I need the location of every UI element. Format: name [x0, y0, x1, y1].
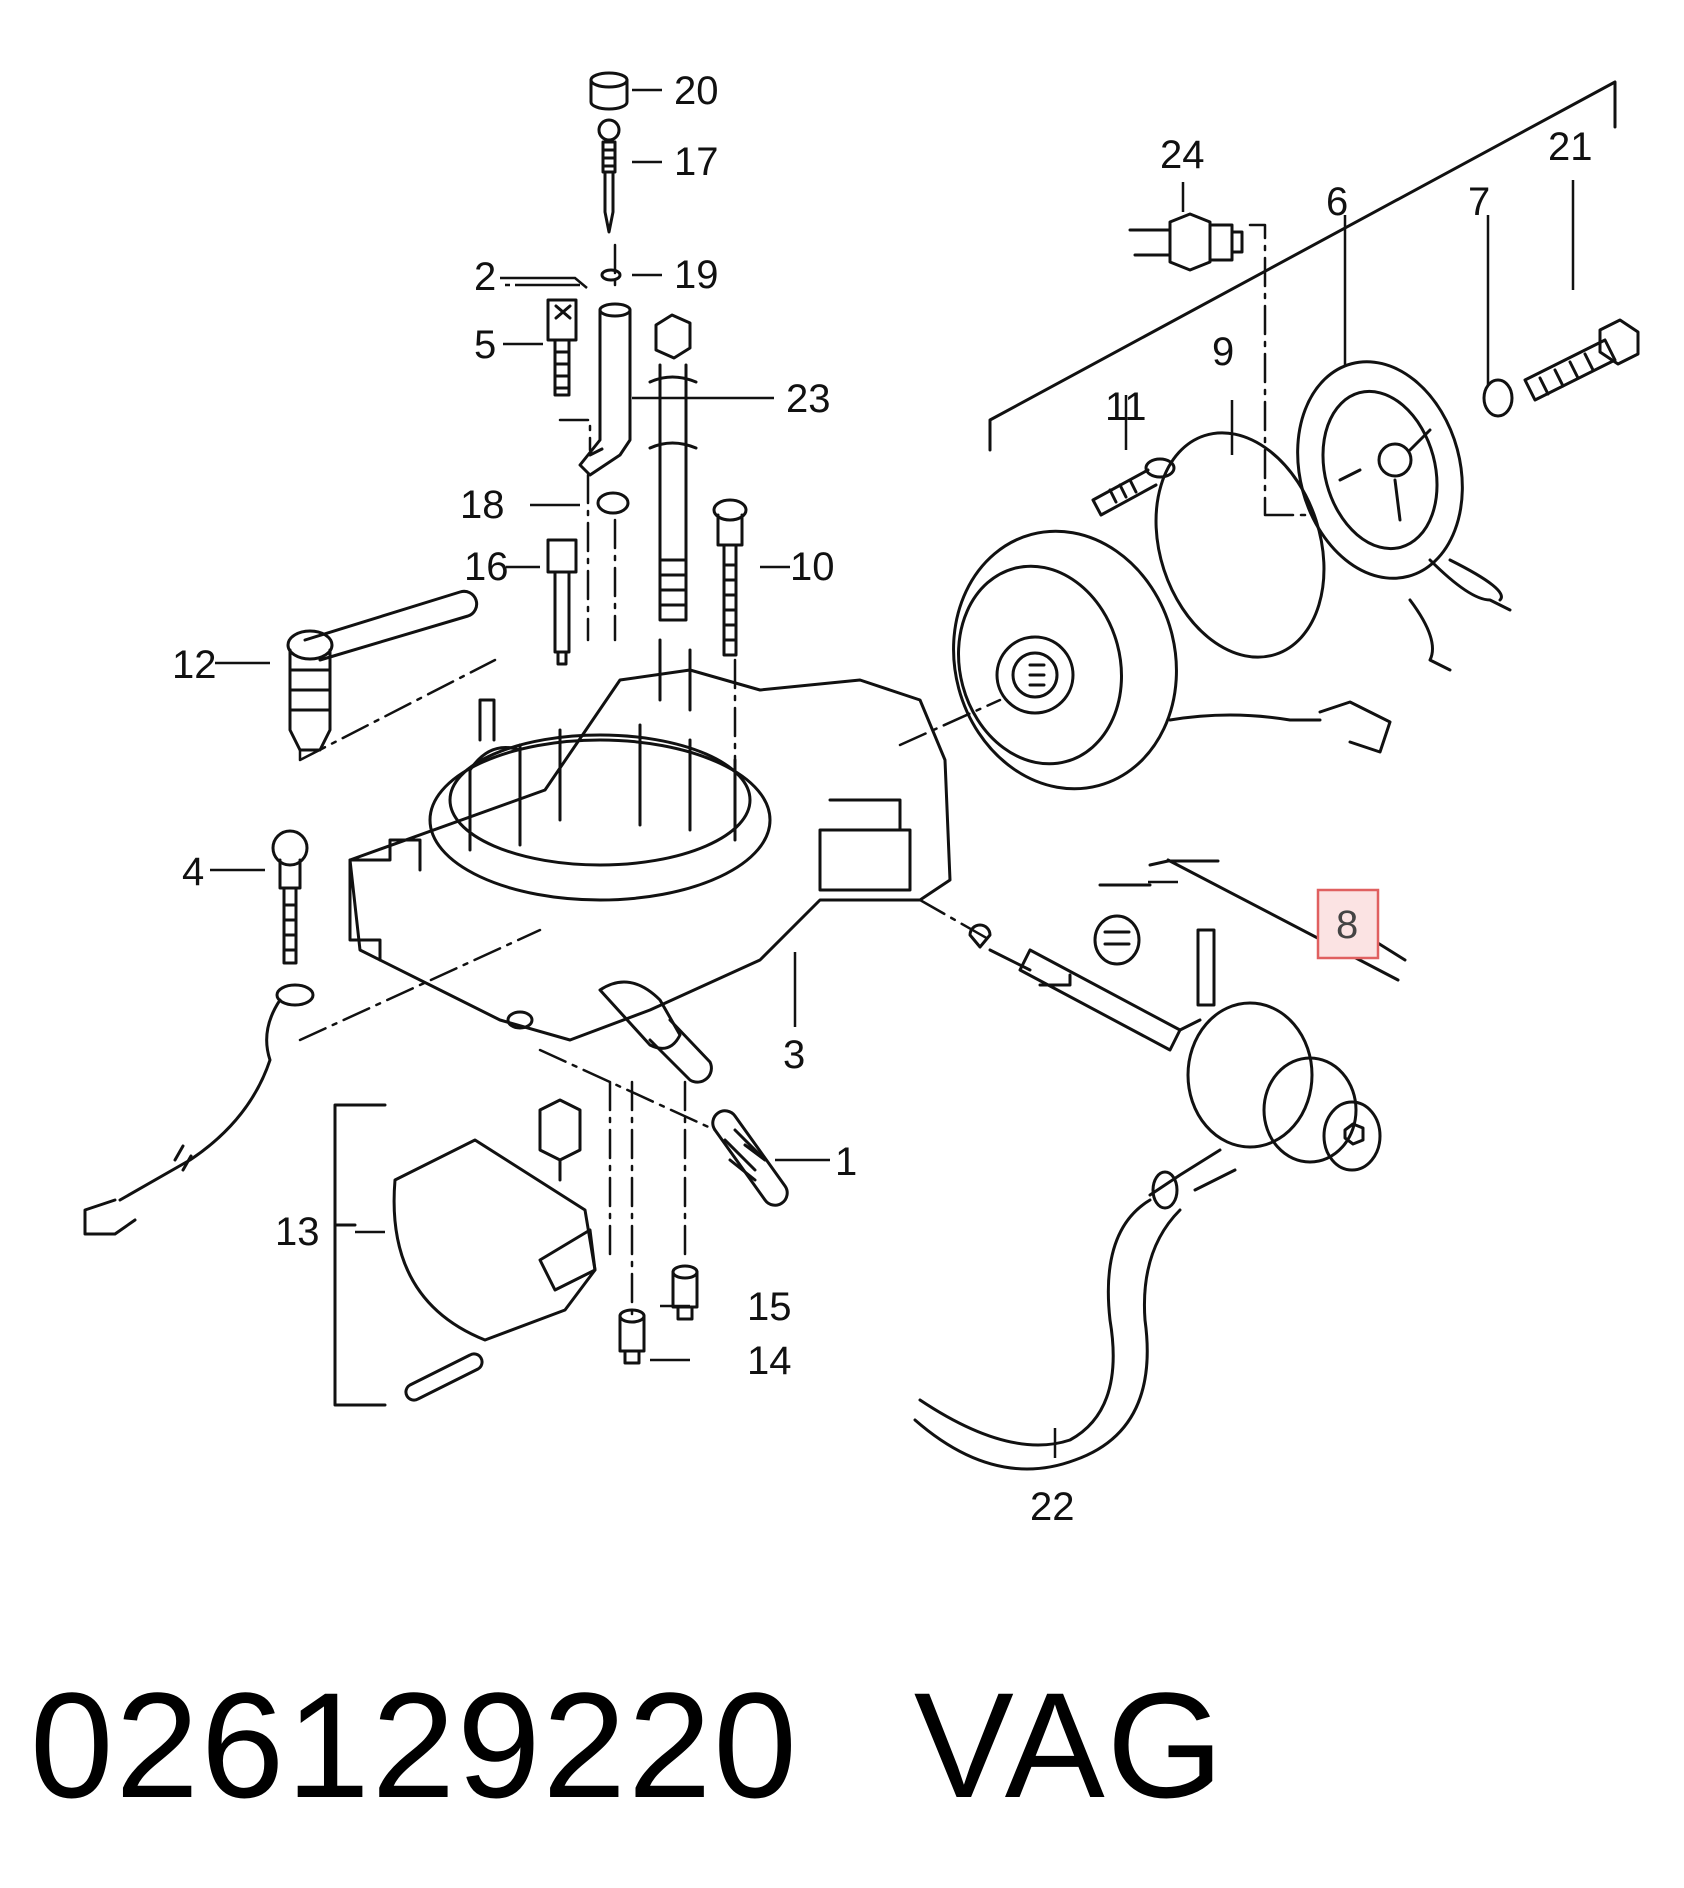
- highlighted-callout-8: 8: [1316, 888, 1380, 960]
- callout-6: 6: [1326, 180, 1348, 224]
- part-5-bolt: [546, 298, 578, 397]
- callout-3: 3: [783, 1033, 805, 1077]
- part-2-pipe: [578, 302, 632, 477]
- part-number-caption: 026129220 VAG: [30, 1650, 1225, 1840]
- callout-23: 23: [786, 377, 831, 421]
- leader-lines: [210, 88, 1575, 1458]
- part-7-o-ring-and-21-bolt: [1482, 318, 1640, 418]
- warm-up-regulator-housing: [952, 529, 1392, 791]
- part-22-hose: [913, 1170, 1182, 1471]
- part-20-cap: [589, 71, 629, 111]
- callout-19: 19: [674, 253, 719, 297]
- callout-8: 8: [1336, 903, 1358, 947]
- part-12-lever: [286, 589, 479, 752]
- callout-21: 21: [1548, 125, 1593, 169]
- callout-17: 17: [674, 140, 719, 184]
- part-8-components: [1093, 858, 1407, 1007]
- callout-2: 2: [474, 255, 496, 299]
- callout-11: 11: [1105, 385, 1147, 429]
- part-11-screw: [1091, 457, 1176, 517]
- part-17-screw: [597, 118, 621, 234]
- highlight-box: [1316, 888, 1380, 960]
- callout-1: 1: [835, 1140, 857, 1184]
- callout-18: 18: [460, 483, 505, 527]
- part-14-nozzle: [618, 1308, 646, 1365]
- callout-22: 22: [1030, 1485, 1075, 1529]
- callout-5: 5: [474, 323, 496, 367]
- part-number: 026129220: [30, 1661, 799, 1829]
- throttle-body: [348, 638, 952, 1084]
- callout-10: 10: [790, 545, 835, 589]
- brand-name: VAG: [913, 1661, 1226, 1829]
- part-23-long-bolt: [648, 313, 698, 622]
- part-18-o-ring: [596, 491, 630, 515]
- part-16-stud: [546, 538, 578, 666]
- part-15-nozzle: [671, 1264, 699, 1321]
- callout-14: 14: [747, 1339, 792, 1383]
- callout-7: 7: [1468, 180, 1490, 224]
- callout-16: 16: [464, 545, 509, 589]
- assembly-lines: [298, 223, 1307, 1318]
- vacuum-unit: [968, 923, 1382, 1197]
- part-9-gasket: [1154, 431, 1326, 659]
- callout-24: 24: [1160, 133, 1205, 177]
- callout-20: 20: [674, 69, 719, 113]
- part-13-assembly: [333, 1098, 597, 1407]
- callout-labels: 20 17 19 2 5 23 18 16 10 12 4 3 1 13 15 …: [172, 69, 1593, 1529]
- part-10-screw: [712, 498, 748, 657]
- callout-13: 13: [275, 1210, 320, 1254]
- callout-12: 12: [172, 643, 217, 687]
- part-24-sensor: [1128, 212, 1244, 272]
- part-6-cover: [1296, 360, 1512, 672]
- part-4-screw: [83, 829, 315, 1236]
- bracket-6: [988, 80, 1617, 452]
- part-19-o-ring: [600, 268, 622, 282]
- callout-15: 15: [747, 1285, 792, 1329]
- callout-4: 4: [182, 850, 204, 894]
- part-1-filter: [711, 1109, 789, 1207]
- callout-9: 9: [1212, 330, 1234, 374]
